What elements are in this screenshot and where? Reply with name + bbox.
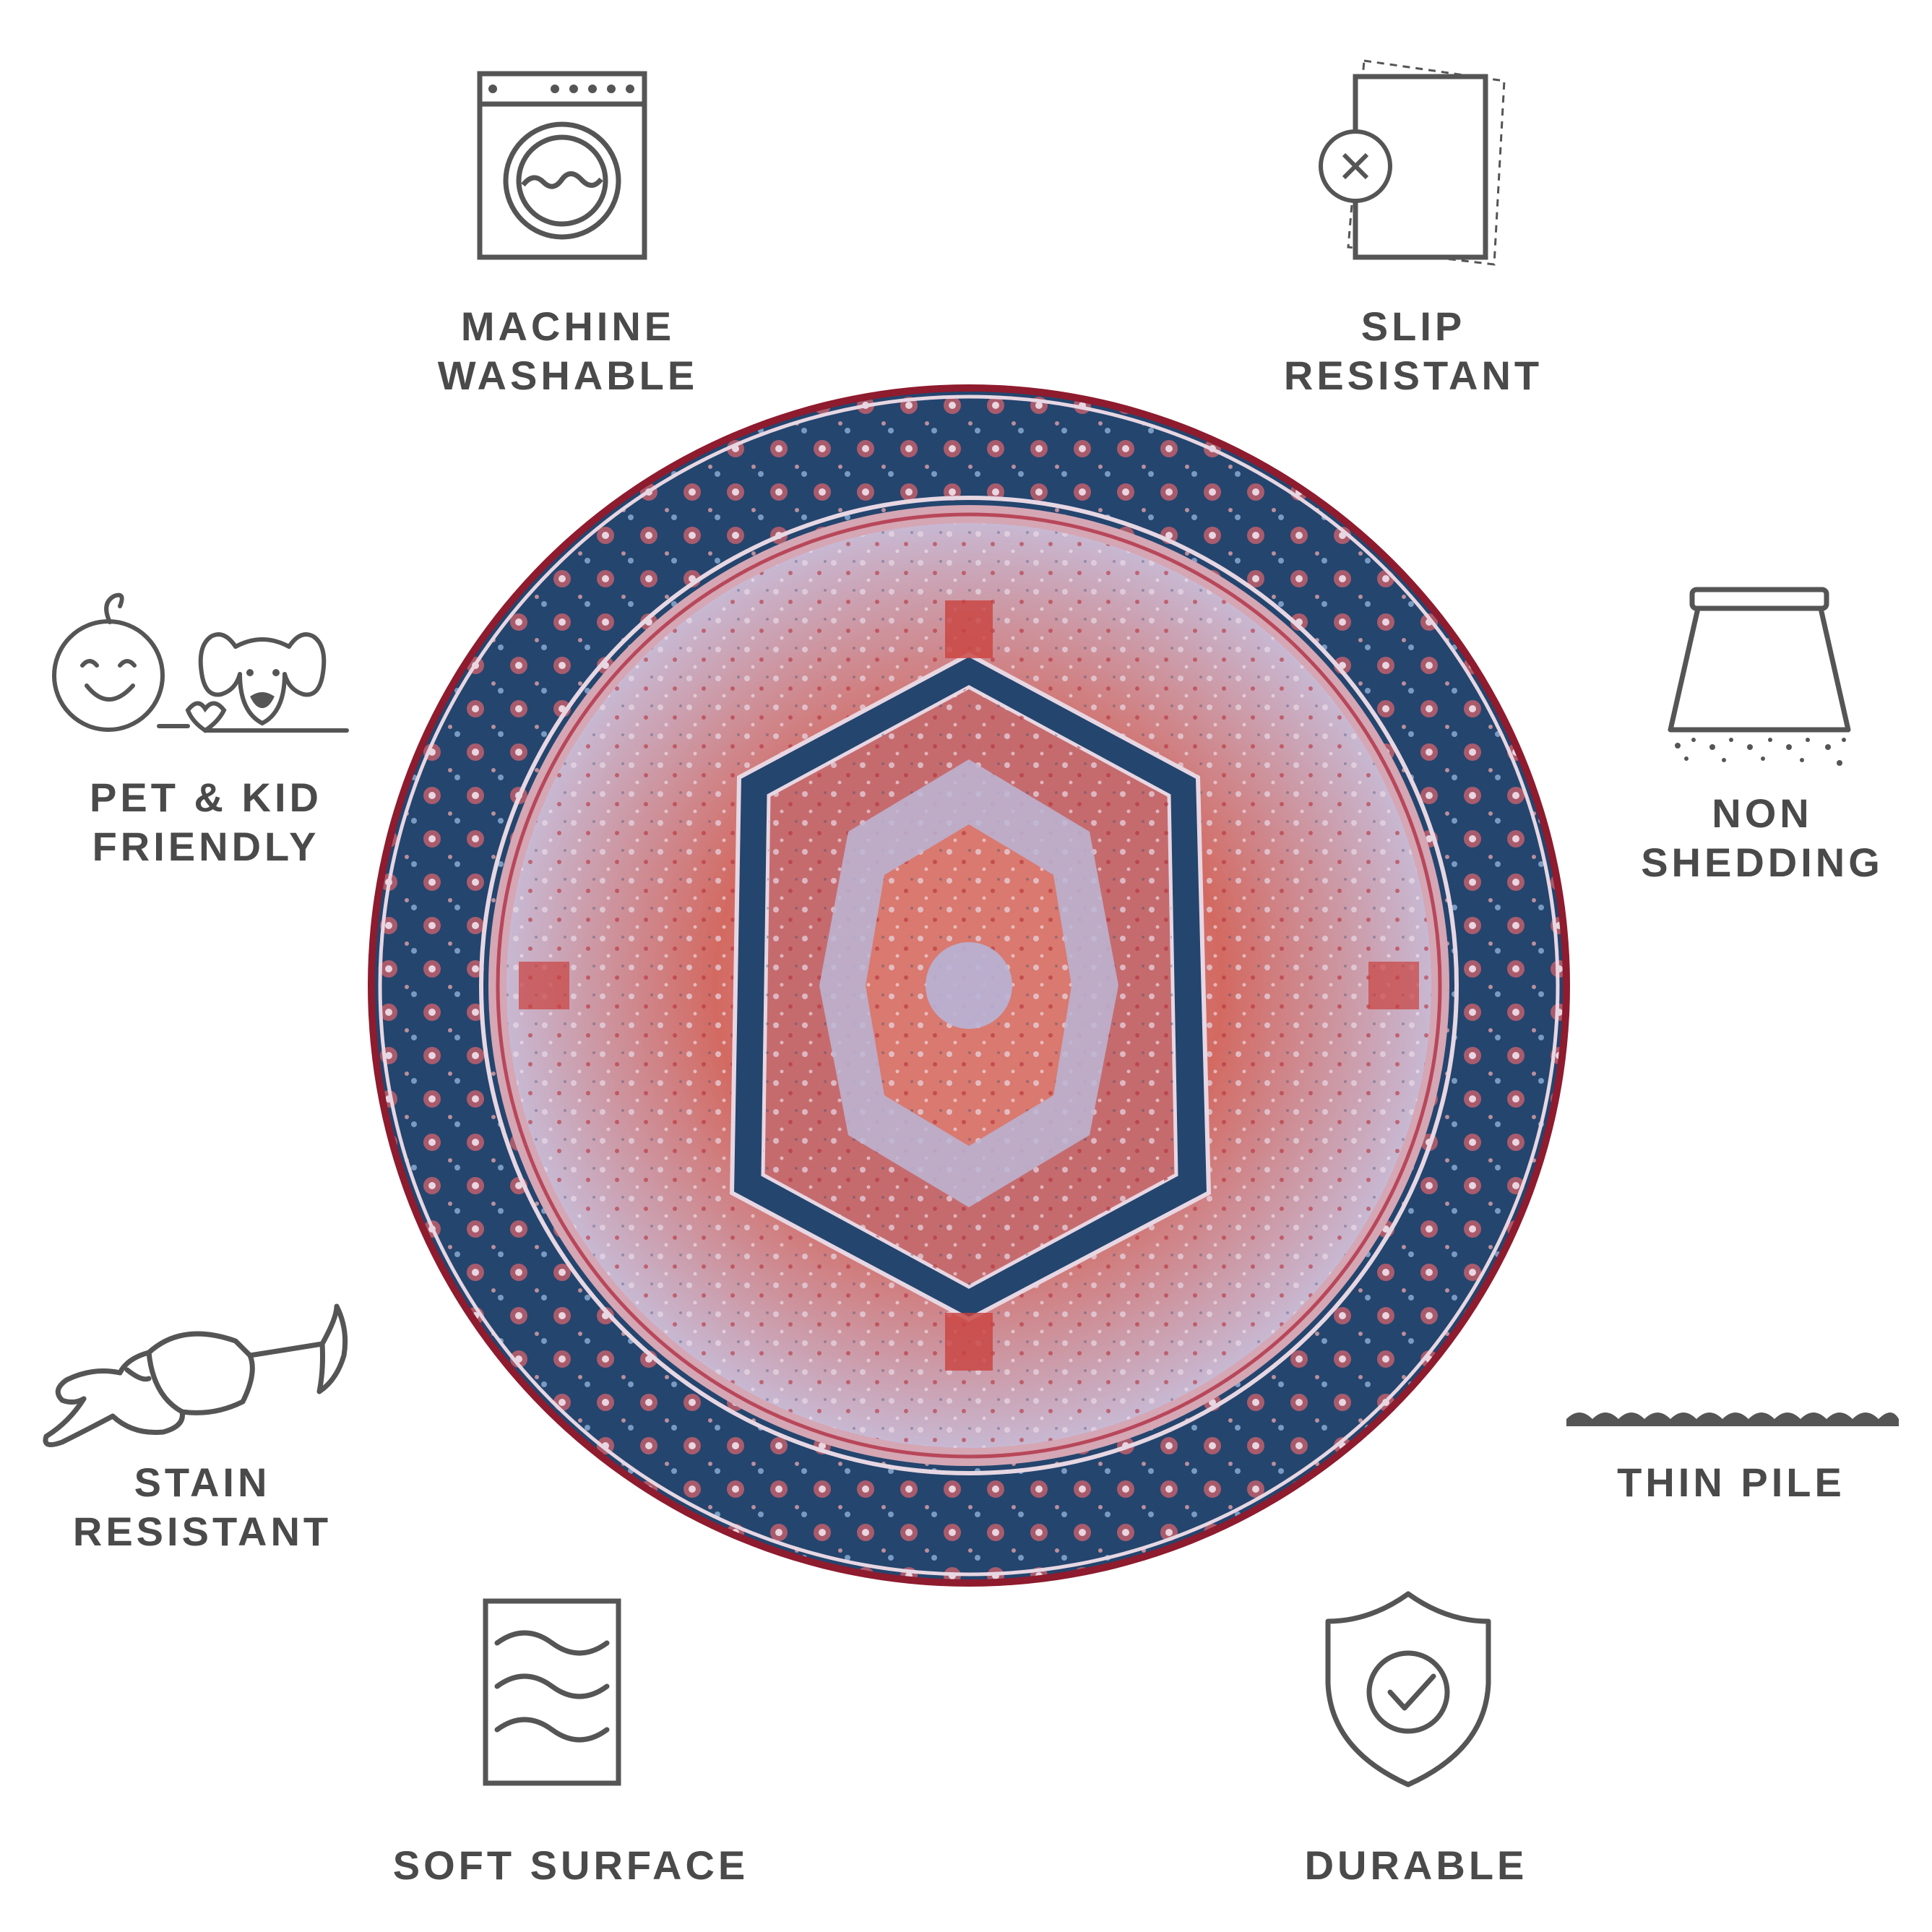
- label-pet-kid-friendly: PET & KID FRIENDLY: [90, 775, 322, 869]
- wavy-surface-icon: [483, 1598, 621, 1786]
- thin-pile-icon: [1566, 1403, 1899, 1428]
- shield-check-icon: [1324, 1590, 1493, 1789]
- baby-and-dog-icon: [51, 589, 361, 741]
- label-soft-surface: SOFT SURFACE: [392, 1842, 749, 1888]
- shade-no-shed-icon: [1662, 585, 1857, 773]
- label-thin-pile: THIN PILE: [1617, 1459, 1845, 1505]
- label-machine-washable: MACHINE WASHABLE: [437, 303, 699, 398]
- washing-machine-icon: [477, 71, 647, 260]
- label-stain-resistant: STAIN RESISTANT: [72, 1459, 332, 1554]
- label-slip-resistant: SLIP RESISTANT: [1283, 303, 1543, 398]
- label-durable: DURABLE: [1304, 1842, 1528, 1888]
- round-medallion-rug-image: [368, 384, 1570, 1587]
- label-non-shedding: NON SHEDDING: [1641, 790, 1884, 885]
- slip-mat-icon: [1315, 58, 1511, 267]
- spilled-glass-icon: [40, 1301, 351, 1459]
